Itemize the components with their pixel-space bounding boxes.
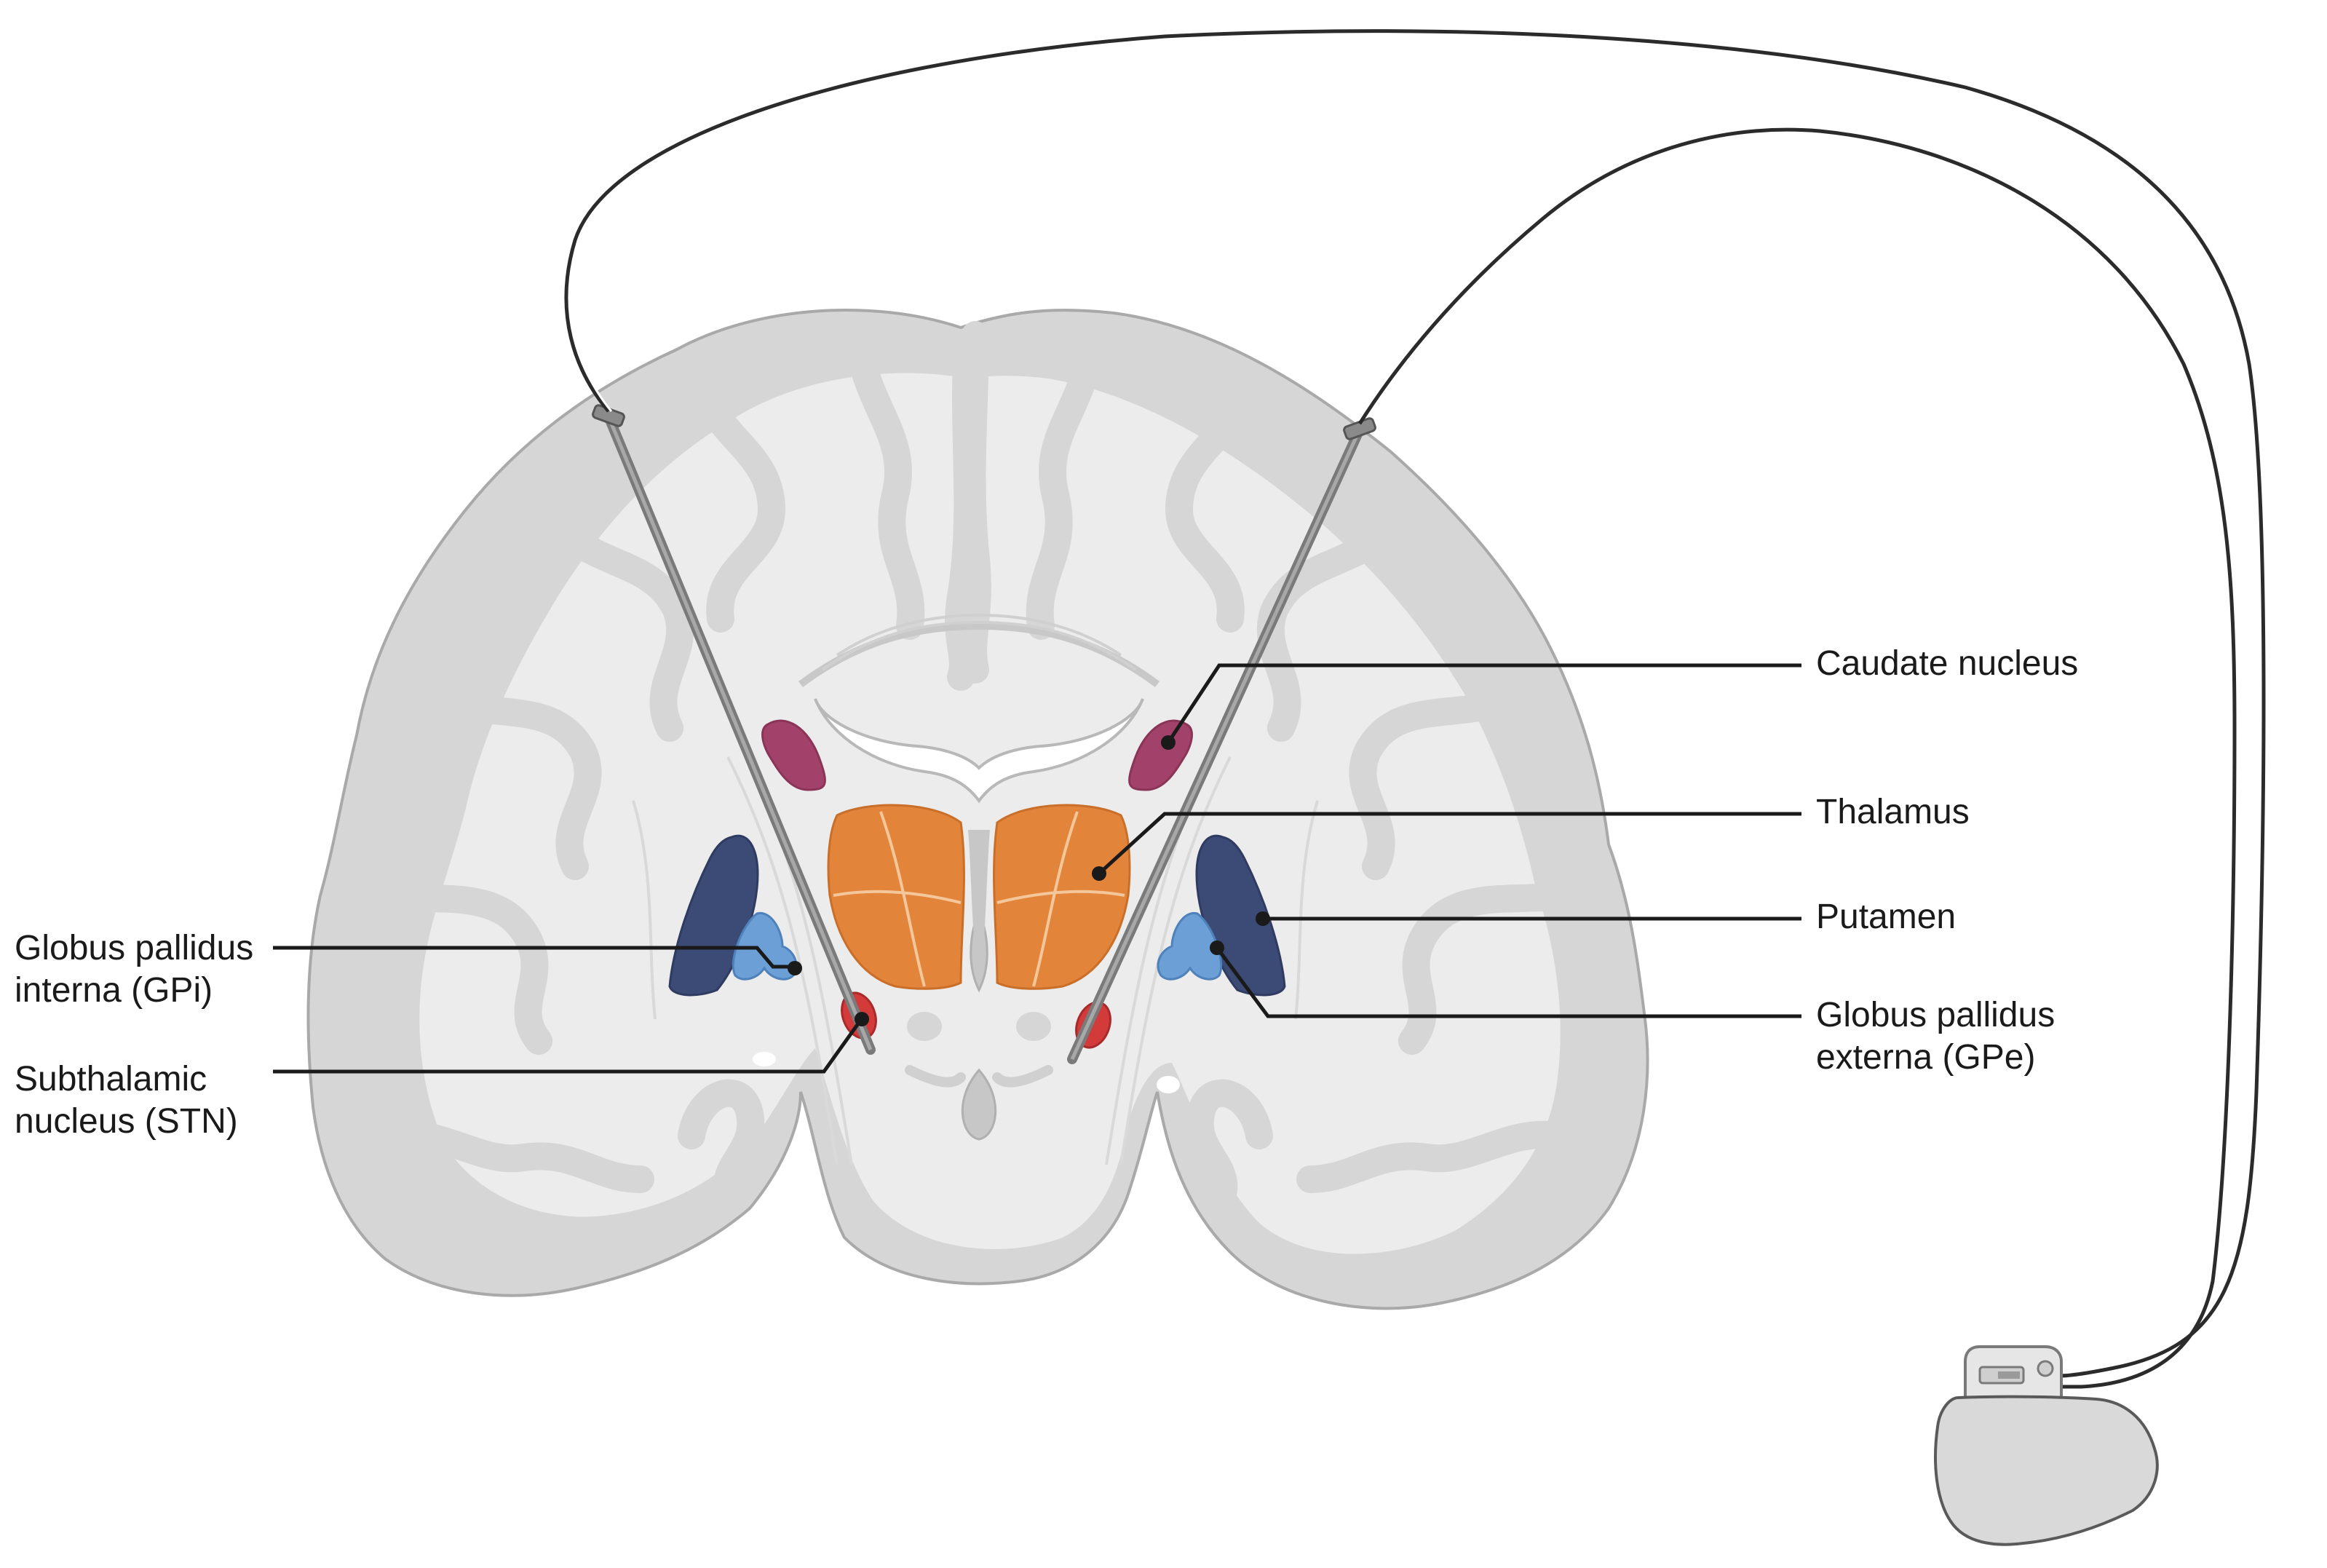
internal-capsule: [632, 749, 1319, 1165]
label-stn-line1: Subthalamic: [15, 1060, 207, 1098]
annotation-thalamus: Thalamus: [1092, 793, 1970, 881]
annotation-gpi: Globus pallidus interna (GPi): [15, 929, 802, 1010]
globus-pallidus-right: [1157, 912, 1223, 981]
globus-pallidus-left: [732, 912, 798, 981]
label-gpi-line2: interna (GPi): [15, 971, 213, 1010]
label-caudate-nucleus: Caudate nucleus: [1816, 644, 2078, 683]
thalamus: [827, 804, 1131, 990]
caudate-nucleus-right: [1128, 719, 1193, 791]
label-gpe-line2: externa (GPe): [1816, 1038, 2035, 1077]
burr-hole-cap-right: [1343, 417, 1376, 440]
thalamus-right: [993, 804, 1131, 990]
caudate-nucleus-left: [761, 719, 826, 791]
label-putamen: Putamen: [1816, 898, 1956, 936]
dbs-system: [564, 29, 2266, 1546]
extension-wire-left: [564, 29, 2266, 1378]
annotation-putamen: Putamen: [1256, 898, 1956, 936]
lateral-ventricles: [814, 698, 1144, 804]
ipg-body: [1934, 1395, 2159, 1546]
corpus-callosum: [798, 622, 1159, 688]
label-gpi-line1: Globus pallidus: [15, 929, 253, 967]
annotation-caudate: Caudate nucleus: [1161, 644, 2078, 750]
label-gpe-line1: Globus pallidus: [1816, 996, 2055, 1034]
annotations: Caudate nucleus Thalamus Putamen Globus …: [15, 644, 2078, 1141]
hypothalamic-recess: [962, 1068, 996, 1141]
extension-wire-right: [1357, 127, 2237, 1389]
annotation-stn: Subthalamic nucleus (STN): [15, 1012, 869, 1141]
label-stn-line2: nucleus (STN): [15, 1102, 238, 1141]
thalamus-left: [827, 804, 965, 990]
cortical-folds: [365, 321, 1586, 1208]
label-thalamus: Thalamus: [1816, 793, 1970, 831]
brain-coronal-section: [306, 309, 1649, 1310]
annotation-gpe: Globus pallidus externa (GPe): [1210, 941, 2055, 1077]
implantable-pulse-generator: [1934, 1345, 2159, 1546]
